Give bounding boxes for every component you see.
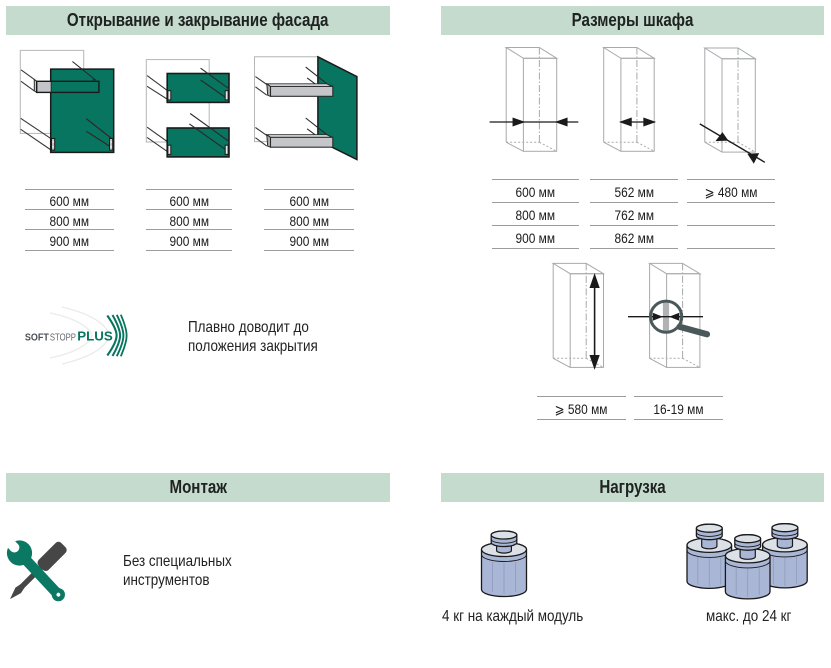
- svg-text:PLUS: PLUS: [77, 330, 113, 344]
- svg-text:STOPP: STOPP: [50, 332, 76, 344]
- svg-text:SOFT: SOFT: [25, 332, 50, 344]
